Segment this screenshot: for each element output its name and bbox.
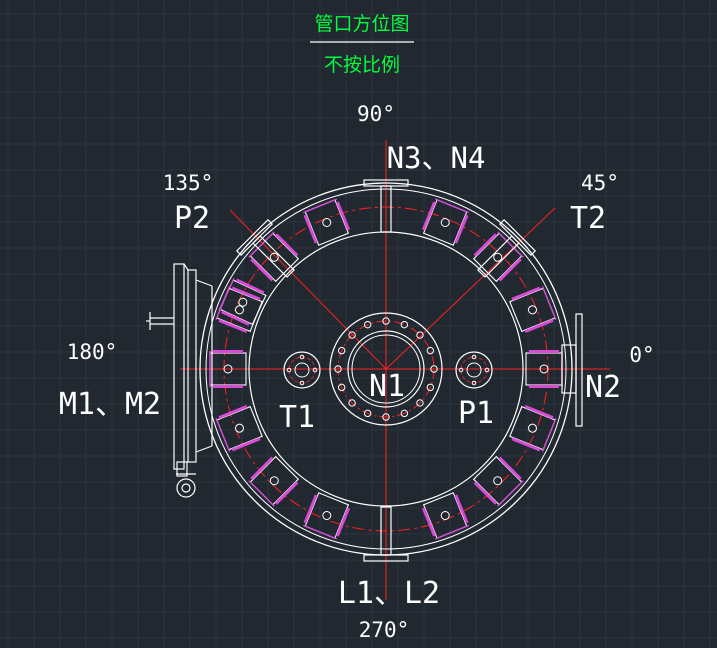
drawing-title: 管口方位图 bbox=[314, 13, 409, 35]
angle-90: 90° bbox=[357, 102, 395, 126]
label-m1-m2: M1、M2 bbox=[59, 387, 161, 422]
angle-135: 135° bbox=[163, 171, 214, 195]
support-lug bbox=[472, 455, 524, 507]
label-n3-n4: N3、N4 bbox=[387, 141, 486, 175]
support-lug bbox=[421, 492, 469, 540]
support-lug bbox=[215, 404, 263, 452]
nozzle-p2 bbox=[235, 218, 295, 278]
support-lug bbox=[509, 404, 557, 452]
support-lug bbox=[303, 198, 351, 246]
angle-180: 180° bbox=[67, 340, 118, 364]
label-l1-l2: L1、L2 bbox=[338, 576, 440, 611]
support-lug bbox=[472, 231, 524, 283]
nozzle-t1-flange bbox=[283, 351, 321, 389]
nozzle-n3-n4 bbox=[363, 179, 409, 233]
label-t2: T2 bbox=[570, 201, 606, 236]
nozzle-n2 bbox=[561, 313, 583, 427]
centerline-45 bbox=[385, 207, 556, 370]
label-n2: N2 bbox=[585, 370, 621, 405]
support-lug bbox=[209, 350, 247, 388]
nozzle-l1-l2 bbox=[363, 506, 409, 562]
manway-m1-m2 bbox=[146, 263, 213, 498]
label-p2: P2 bbox=[174, 201, 210, 236]
support-lug bbox=[248, 455, 300, 507]
nozzle-p1-flange bbox=[455, 351, 493, 389]
nozzle-t2 bbox=[477, 218, 537, 278]
label-t1: T1 bbox=[279, 400, 315, 435]
labels: 90° 135° 45° 180° 0° 270° N3、N4 P2 T2 M1… bbox=[59, 102, 655, 642]
angle-0: 0° bbox=[629, 343, 654, 367]
support-lug bbox=[218, 278, 267, 326]
angle-270: 270° bbox=[359, 618, 410, 642]
label-p1: P1 bbox=[458, 396, 494, 431]
support-lugs bbox=[209, 198, 563, 540]
nozzle-n1 bbox=[329, 312, 443, 426]
support-lug bbox=[421, 198, 469, 246]
support-lug bbox=[215, 286, 263, 334]
support-lug bbox=[248, 231, 300, 283]
support-lug bbox=[509, 286, 557, 334]
label-n1: N1 bbox=[369, 369, 405, 404]
support-lug bbox=[303, 492, 351, 540]
angle-45: 45° bbox=[581, 171, 619, 195]
shell-outer-inner bbox=[205, 188, 567, 550]
drawing-subtitle: 不按比例 bbox=[324, 54, 400, 76]
